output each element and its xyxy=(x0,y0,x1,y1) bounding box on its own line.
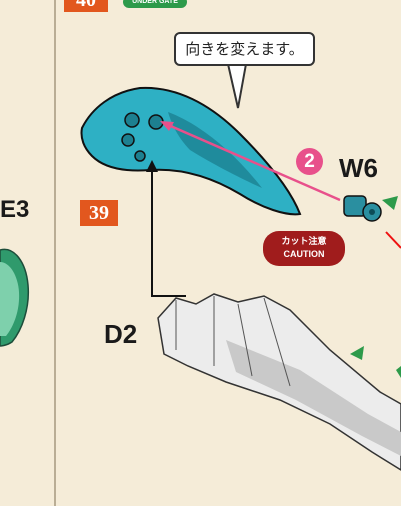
assembly-arrow-black xyxy=(152,168,186,296)
speech-bubble: 向きを変えます。 xyxy=(174,32,315,66)
cut-line-red xyxy=(386,232,401,248)
w6-part-shape xyxy=(344,196,381,221)
step-39-badge: 39 xyxy=(80,200,118,226)
part-label-w6: W6 xyxy=(339,153,378,184)
gate-note-pill: UNDER GATE xyxy=(123,0,187,8)
step-number-badge: 40 xyxy=(64,0,108,12)
caution-text-en: CAUTION xyxy=(263,248,345,260)
gate-marker-green-2 xyxy=(350,346,364,360)
caution-badge: カット注意 CAUTION xyxy=(263,231,345,266)
speech-bubble-tail xyxy=(228,64,246,108)
teal-part-shape xyxy=(81,88,300,214)
part-label-d2: D2 xyxy=(104,319,137,350)
panel-divider xyxy=(54,0,56,506)
callout-number: 2 xyxy=(296,148,323,175)
gate-marker-green xyxy=(382,196,398,210)
part-label-e3: E3 xyxy=(0,196,29,224)
gate-marker-green-3 xyxy=(396,366,401,378)
caution-text-jp: カット注意 xyxy=(263,236,345,248)
